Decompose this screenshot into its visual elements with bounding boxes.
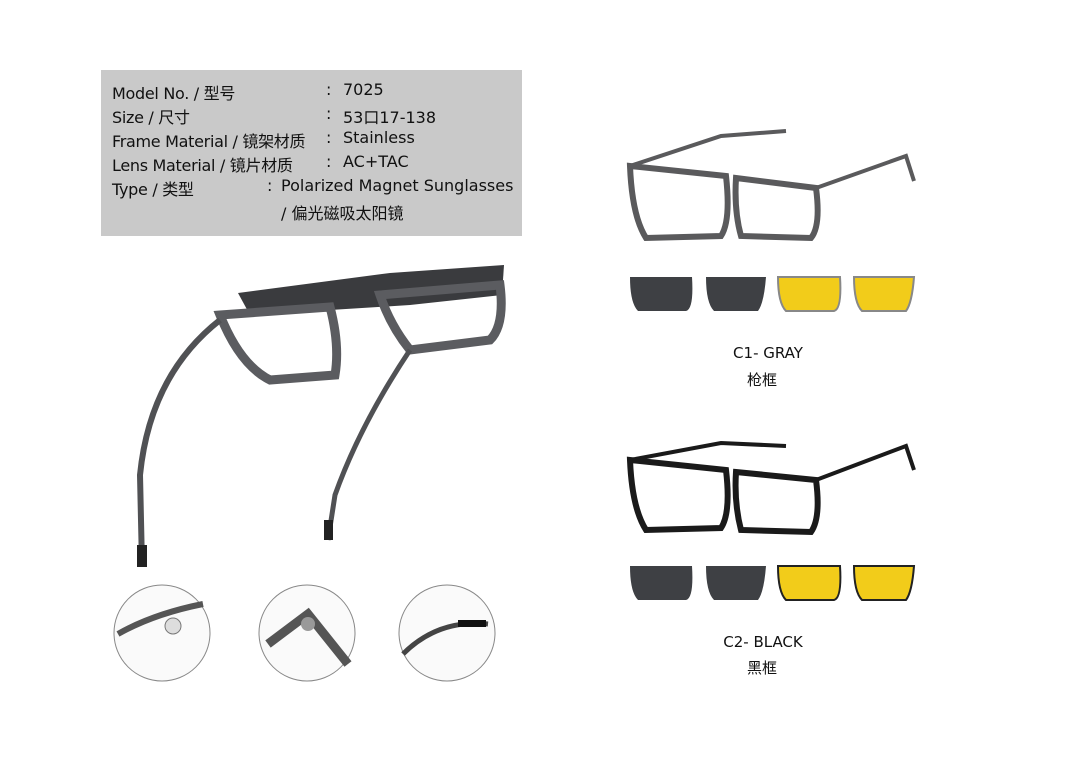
size-value: 53口17-138: [343, 108, 437, 127]
detail-hinge-image: [258, 584, 356, 682]
type-value-cn: / 偏光磁吸太阳镜: [281, 204, 404, 223]
detail-nosepad-image: [113, 584, 211, 682]
size-label: Size / 尺寸: [112, 108, 190, 127]
frame-material-label: Frame Material / 镜架材质: [112, 132, 306, 151]
lens-material-value: AC+TAC: [343, 152, 409, 171]
model-value: 7025: [343, 80, 384, 99]
colon: :: [267, 176, 273, 195]
colon: :: [326, 80, 332, 99]
model-label: Model No. / 型号: [112, 84, 236, 103]
main-glasses-image: [136, 265, 506, 567]
frame-material-value: Stainless: [343, 128, 415, 147]
clip-on-lens: [238, 265, 504, 315]
lens-material-label: Lens Material / 镜片材质: [112, 156, 293, 175]
detail-temple-tip-image: [398, 584, 496, 682]
colon: :: [326, 152, 332, 171]
c1-code: C1- GRAY: [733, 344, 803, 362]
type-label: Type / 类型: [112, 180, 194, 199]
c2-frame-image: [626, 440, 916, 536]
c1-clip-lenses-image: [630, 276, 916, 312]
spec-panel: Model No. / 型号 : 7025 Size / 尺寸 : 53口17-…: [101, 70, 522, 236]
colon: :: [326, 104, 332, 123]
c1-name-cn: 枪框: [746, 371, 777, 389]
c1-frame-image: [626, 129, 916, 242]
c2-clip-lenses-image: [630, 565, 916, 601]
type-value: Polarized Magnet Sunglasses: [281, 176, 514, 195]
c2-code: C2- BLACK: [723, 633, 803, 651]
colon: :: [326, 128, 332, 147]
c2-name-cn: 黑框: [746, 659, 777, 677]
